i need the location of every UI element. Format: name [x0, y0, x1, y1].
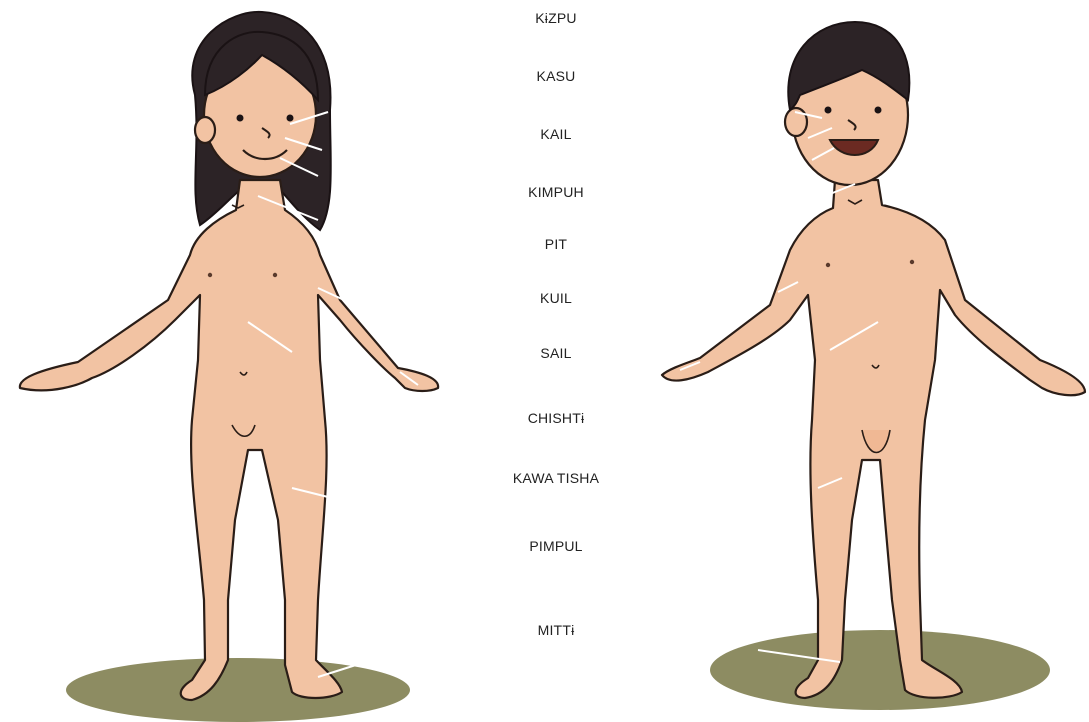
label-kasu: KASU [476, 68, 636, 84]
girl-body [20, 180, 438, 700]
girl-ground-shadow [66, 658, 410, 722]
boy-eye-right [875, 107, 882, 114]
label-kail: KAIL [476, 126, 636, 142]
label-mitti: MITTɨ [476, 622, 636, 638]
label-kizpu: KɨZPU [476, 10, 636, 26]
girl-eye-left [237, 115, 244, 122]
boy-nipple-right [910, 260, 914, 264]
label-sail: SAIL [476, 345, 636, 361]
boy-nipple-left [826, 263, 830, 267]
girl-ear [195, 117, 215, 143]
label-kawa-tisha: KAWA TISHA [476, 470, 636, 486]
boy-ground-shadow [710, 630, 1050, 710]
girl-nipple-right [273, 273, 277, 277]
boy-eye-left [825, 107, 832, 114]
label-pit: PIT [476, 236, 636, 252]
girl-nipple-left [208, 273, 212, 277]
girl-figure [20, 12, 438, 722]
label-kimpuh: KIMPUH [476, 184, 636, 200]
girl-eye-right [287, 115, 294, 122]
label-pimpul: PIMPUL [476, 538, 636, 554]
boy-figure [662, 22, 1085, 710]
label-kuil: KUIL [476, 290, 636, 306]
label-chishti: CHISHTɨ [476, 410, 636, 426]
